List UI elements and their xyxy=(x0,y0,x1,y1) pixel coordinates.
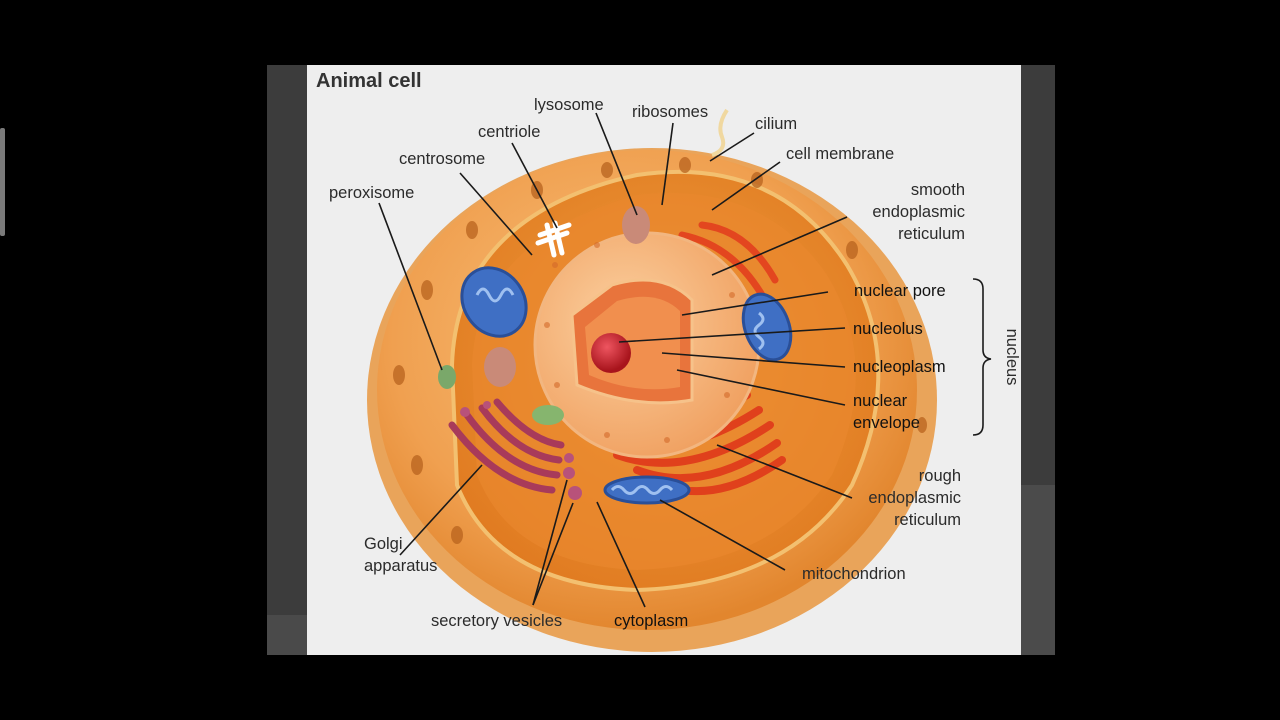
label-centrosome: centrosome xyxy=(399,150,485,168)
nucleus-bracket xyxy=(972,278,992,436)
lysosome-shape-2 xyxy=(484,347,516,387)
label-secretory-vesicles: secretory vesicles xyxy=(431,612,562,630)
label-peroxisome: peroxisome xyxy=(329,184,414,202)
label-nuclear-envelope-1: nuclear xyxy=(853,392,908,410)
animal-cell-diagram: Animal cell xyxy=(316,70,1021,652)
label-nuclear-envelope-2: envelope xyxy=(853,414,920,432)
label-nuclear-pore: nuclear pore xyxy=(854,282,946,300)
cilium-shape xyxy=(711,108,729,157)
right-dark-bar xyxy=(1021,65,1055,655)
label-lysosome: lysosome xyxy=(534,96,604,114)
label-rough-er-3: reticulum xyxy=(894,511,961,529)
label-mitochondrion: mitochondrion xyxy=(802,565,906,583)
label-ribosomes: ribosomes xyxy=(632,103,708,121)
label-nucleolus: nucleolus xyxy=(853,320,923,338)
diagram-title: Animal cell xyxy=(316,70,422,92)
label-smooth-er-2: endoplasmic xyxy=(872,203,965,221)
label-golgi-1: Golgi xyxy=(364,535,403,553)
diagram-panel: Animal cell xyxy=(307,65,1021,655)
scroll-indicator[interactable] xyxy=(0,128,5,236)
lysosome-shape xyxy=(622,206,650,244)
nucleus-shape xyxy=(533,231,761,459)
secretory-vesicle-shapes xyxy=(460,401,582,500)
label-golgi-2: apparatus xyxy=(364,557,437,575)
label-centriole: centriole xyxy=(478,123,540,141)
labels: lysosome ribosomes cilium centriole cent… xyxy=(329,96,1021,630)
left-dark-bar xyxy=(267,65,307,655)
label-smooth-er-3: reticulum xyxy=(898,225,965,243)
label-smooth-er-1: smooth xyxy=(911,181,965,199)
label-nucleus: nucleus xyxy=(1003,329,1021,386)
peroxisome-shape xyxy=(438,365,456,389)
golgi-shape xyxy=(448,398,565,494)
label-cell-membrane: cell membrane xyxy=(786,145,894,163)
label-nucleoplasm: nucleoplasm xyxy=(853,358,946,376)
mitochondrion-shapes xyxy=(460,266,793,505)
label-cilium: cilium xyxy=(755,115,797,133)
label-cytoplasm: cytoplasm xyxy=(614,612,688,630)
nucleolus-shape xyxy=(591,333,631,373)
leader-lines xyxy=(378,112,853,608)
peroxisome-shape-2 xyxy=(532,405,564,425)
label-rough-er-1: rough xyxy=(919,467,961,485)
label-rough-er-2: endoplasmic xyxy=(868,489,961,507)
